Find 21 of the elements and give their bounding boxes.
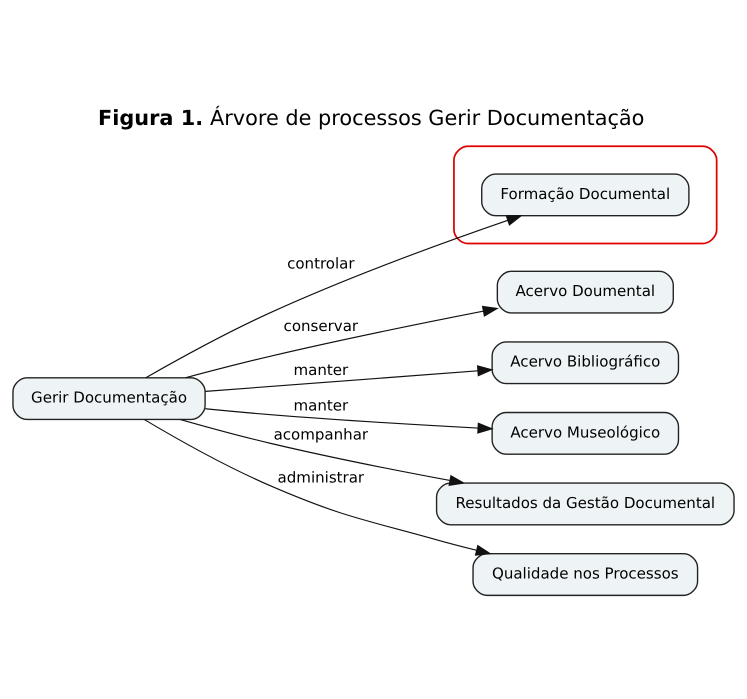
cluster [453,144,718,244]
node-box: Qualidade nos Processos [472,552,698,596]
node-box: Formação Documental [481,172,690,216]
arrow [186,305,499,378]
arrow [180,418,466,486]
arrow [144,418,492,556]
edge-label: controlar [287,254,355,272]
edge-label: manter [293,360,348,378]
node-box: Resultados da Gestão Documental [436,482,735,525]
arrow [206,364,494,392]
arrow [146,214,523,378]
node-box: Acervo Doumental [496,270,674,314]
node-box: Gerir Documentação [12,376,206,420]
node-box: Acervo Bibliográfico [491,340,680,384]
edge-label: acompanhar [274,425,368,444]
edge-label: manter [293,396,348,414]
edge-label: administrar [278,468,364,486]
diagram-title: Figura 1. Árvore de processos Gerir Documentação [98,105,644,130]
edge-label: conservar [284,316,358,334]
arrow [205,408,494,434]
node-box: Acervo Museológico [491,411,680,454]
